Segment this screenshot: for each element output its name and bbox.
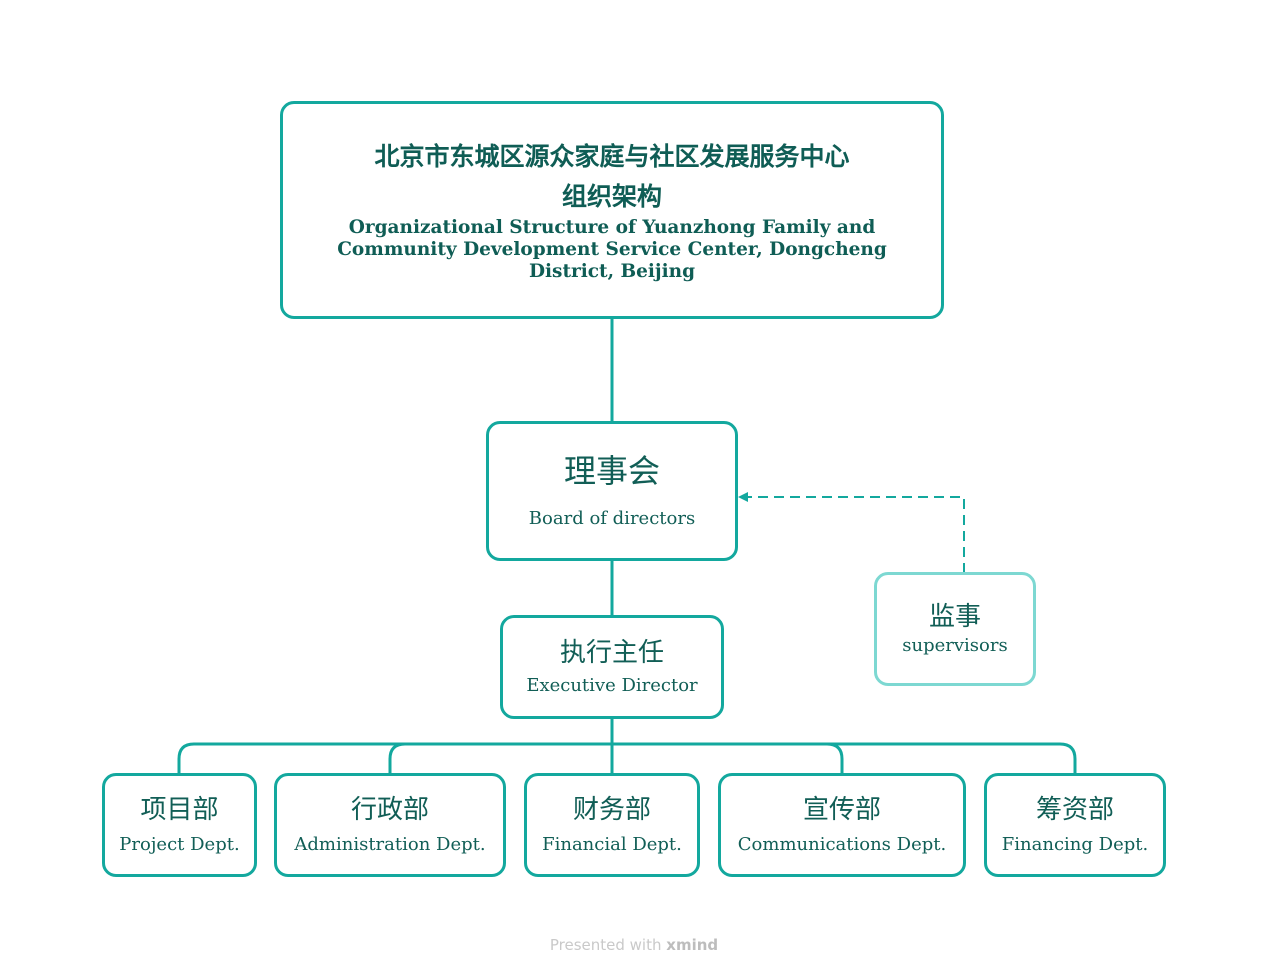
dept-label-zh: 项目部 bbox=[140, 794, 219, 825]
board-label-en: Board of directors bbox=[528, 508, 696, 530]
dept-label-zh: 财务部 bbox=[572, 794, 651, 825]
dept-node-project[interactable]: 项目部 Project Dept. bbox=[102, 773, 257, 877]
connector-supervisors-board bbox=[748, 496, 965, 573]
root-title-zh-line1: 北京市东城区源众家庭与社区发展服务中心 bbox=[374, 142, 850, 171]
arrowhead-icon bbox=[738, 492, 748, 502]
dept-node-administration[interactable]: 行政部 Administration Dept. bbox=[274, 773, 506, 877]
supervisors-label-zh: 监事 bbox=[928, 601, 981, 632]
root-title-en: Organizational Structure of Yuanzhong Fa… bbox=[337, 217, 887, 282]
dept-label-zh: 筹资部 bbox=[1035, 794, 1114, 825]
dept-label-en: Financial Dept. bbox=[542, 833, 682, 855]
connector-branch-communications bbox=[612, 742, 844, 775]
dept-label-en: Communications Dept. bbox=[737, 833, 947, 855]
executive-label-zh: 执行主任 bbox=[559, 637, 664, 668]
connector-branch-administration bbox=[388, 742, 612, 775]
executive-node[interactable]: 执行主任 Executive Director bbox=[500, 615, 724, 719]
dept-label-zh: 宣传部 bbox=[802, 794, 881, 825]
board-node[interactable]: 理事会 Board of directors bbox=[486, 421, 738, 561]
dept-node-financial[interactable]: 财务部 Financial Dept. bbox=[524, 773, 700, 877]
connector-branch-financing bbox=[612, 742, 1077, 775]
supervisors-label-en: supervisors bbox=[902, 634, 1008, 656]
dept-label-en: Project Dept. bbox=[119, 833, 240, 855]
executive-label-en: Executive Director bbox=[526, 674, 698, 696]
dept-label-en: Financing Dept. bbox=[1001, 833, 1149, 855]
root-node[interactable]: 北京市东城区源众家庭与社区发展服务中心 组织架构 Organizational … bbox=[280, 101, 944, 319]
footer-prefix: Presented with bbox=[549, 936, 662, 954]
footer-brand: xmind bbox=[666, 936, 719, 954]
supervisors-node[interactable]: 监事 supervisors bbox=[874, 572, 1036, 686]
connector-branch-project bbox=[177, 742, 612, 775]
dept-label-en: Administration Dept. bbox=[294, 833, 486, 855]
board-label-zh: 理事会 bbox=[563, 452, 660, 490]
footer-watermark: Presented with xmind bbox=[0, 936, 1268, 954]
dept-label-zh: 行政部 bbox=[350, 794, 429, 825]
dept-node-financing[interactable]: 筹资部 Financing Dept. bbox=[984, 773, 1166, 877]
dept-node-communications[interactable]: 宣传部 Communications Dept. bbox=[718, 773, 966, 877]
root-title-zh-line2: 组织架构 bbox=[561, 182, 662, 211]
